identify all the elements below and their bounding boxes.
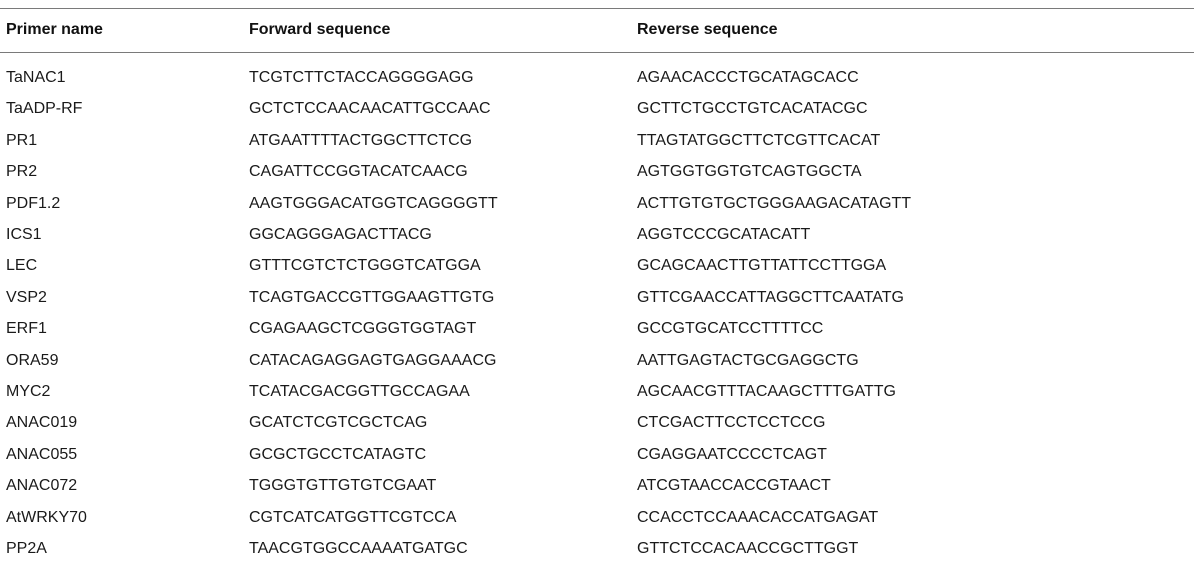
header-rule — [0, 52, 1194, 53]
header-primer-name: Primer name — [6, 21, 103, 38]
forward-sequence-cell: TAACGTGGCCAAAATGATGC — [249, 540, 468, 557]
primer-name-cell: ANAC072 — [6, 477, 78, 495]
primer-name-cell: TaNAC1 — [6, 69, 66, 86]
forward-sequence-cell: CGAGAAGCTCGGGTGGTAGT — [249, 320, 477, 338]
reverse-sequence-cell: GCAGCAACTTGTTATTCCTTGGA — [637, 257, 887, 275]
forward-sequence-cell: TCAGTGACCGTTGGAAGTTGTG — [249, 288, 495, 306]
table-row: MYC2 TCATACGACGGTTGCCAGAA AGCAACGTTTACAAGC… — [0, 377, 1194, 408]
reverse-sequence-cell: AGAACACCCTGCATAGCACC — [637, 69, 859, 86]
reverse-sequence-cell: GTTCTCCACAACCGCTTGGT — [637, 540, 859, 557]
reverse-sequence-cell: TTAGTATGGCTTCTCGTTCACAT — [637, 131, 881, 149]
table-row: ICS1 GGCAGGGAGACTTACG AGGTCCCGCATACATT — [0, 220, 1194, 251]
primer-name-cell: PR1 — [6, 131, 38, 149]
primer-name-cell: ICS1 — [6, 226, 42, 243]
reverse-sequence-cell: GTTCGAACCATTAGGCTTCAATATG — [637, 288, 904, 306]
forward-sequence-cell: GTTTCGTCTCTGGGTCATGGA — [249, 257, 481, 275]
primer-name-cell: TaADP-RF — [6, 100, 83, 118]
primer-name-cell: ORA59 — [6, 351, 59, 369]
table-row: PP2A TAACGTGGCCAAAATGATGC GTTCTCCACAACCGCT… — [0, 534, 1194, 565]
reverse-sequence-cell: AGCAACGTTTACAAGCTTTGATTG — [637, 383, 896, 400]
forward-sequence-cell: CGTCATCATGGTTCGTCCA — [249, 508, 457, 526]
primer-name-cell: LEC — [6, 257, 38, 275]
table-row: ANAC055 GCGCTGCCTCATAGTC CGAGGAATCCCCTCAGT — [0, 440, 1194, 471]
primer-name-cell: PDF1.2 — [6, 194, 61, 212]
primer-name-cell: ERF1 — [6, 320, 47, 338]
forward-sequence-cell: TCATACGACGGTTGCCAGAA — [249, 383, 470, 400]
primer-name-cell: MYC2 — [6, 383, 51, 400]
table-row: LEC GTTTCGTCTCTGGGTCATGGA GCAGCAACTTGTTATT… — [0, 251, 1194, 282]
reverse-sequence-cell: ACTTGTGTGCTGGGAAGACATAGTT — [637, 194, 912, 212]
forward-sequence-cell: CAGATTCCGGTACATCAACG — [249, 163, 468, 181]
forward-sequence-cell: GGCAGGGAGACTTACG — [249, 226, 432, 243]
forward-sequence-cell: GCATCTCGTCGCTCAG — [249, 414, 428, 432]
table-row: VSP2 TCAGTGACCGTTGGAAGTTGTG GTTCGAACCATTAG… — [0, 283, 1194, 314]
primer-name-cell: PR2 — [6, 163, 38, 181]
table-row: TaNAC1 TCGTCTTCTACCAGGGGAGG AGAACACCCTGCAT… — [0, 63, 1194, 94]
table-row: PR2 CAGATTCCGGTACATCAACG AGTGGTGGTGTCAGTGG… — [0, 157, 1194, 188]
table-row: ERF1 CGAGAAGCTCGGGTGGTAGT GCCGTGCATCCTTTTC… — [0, 314, 1194, 345]
table-top-rule — [0, 8, 1194, 9]
forward-sequence-cell: GCTCTCCAACAACATTGCCAAC — [249, 100, 491, 118]
forward-sequence-cell: AAGTGGGACATGGTCAGGGGTT — [249, 194, 498, 212]
forward-sequence-cell: CATACAGAGGAGTGAGGAAACG — [249, 351, 497, 369]
reverse-sequence-cell: CCACCTCCAAACACCATGAGAT — [637, 508, 879, 526]
primer-name-cell: PP2A — [6, 540, 47, 557]
table-row: TaADP-RF GCTCTCCAACAACATTGCCAAC GCTTCTGCCT… — [0, 94, 1194, 125]
reverse-sequence-cell: AGTGGTGGTGTCAGTGGCTA — [637, 163, 862, 181]
reverse-sequence-cell: GCCGTGCATCCTTTTCC — [637, 320, 824, 338]
table-row: ANAC019 GCATCTCGTCGCTCAG CTCGACTTCCTCCTCCG — [0, 408, 1194, 439]
reverse-sequence-cell: CGAGGAATCCCCTCAGT — [637, 445, 827, 463]
forward-sequence-cell: ATGAATTTTACTGGCTTCTCG — [249, 131, 473, 149]
header-reverse-sequence: Reverse sequence — [637, 21, 778, 38]
reverse-sequence-cell: CTCGACTTCCTCCTCCG — [637, 414, 826, 432]
reverse-sequence-cell: AGGTCCCGCATACATT — [637, 226, 811, 243]
table-row: AtWRKY70 CGTCATCATGGTTCGTCCA CCACCTCCAAACA… — [0, 503, 1194, 534]
table-row: ANAC072 TGGGTGTTGTGTCGAAT ATCGTAACCACCGTAA… — [0, 471, 1194, 502]
reverse-sequence-cell: AATTGAGTACTGCGAGGCTG — [637, 351, 859, 369]
forward-sequence-cell: GCGCTGCCTCATAGTC — [249, 445, 427, 463]
primer-name-cell: AtWRKY70 — [6, 508, 87, 526]
forward-sequence-cell: TGGGTGTTGTGTCGAAT — [249, 477, 437, 495]
table-row: ORA59 CATACAGAGGAGTGAGGAAACG AATTGAGTACTGC… — [0, 346, 1194, 377]
primer-name-cell: ANAC019 — [6, 414, 78, 432]
primer-name-cell: ANAC055 — [6, 445, 78, 463]
reverse-sequence-cell: ATCGTAACCACCGTAACT — [637, 477, 831, 495]
forward-sequence-cell: TCGTCTTCTACCAGGGGAGG — [249, 69, 474, 86]
primer-name-cell: VSP2 — [6, 288, 47, 306]
table-row: PDF1.2 AAGTGGGACATGGTCAGGGGTT ACTTGTGTGCTG… — [0, 189, 1194, 220]
header-forward-sequence: Forward sequence — [249, 21, 391, 38]
table-row: PR1 ATGAATTTTACTGGCTTCTCG TTAGTATGGCTTCTCG… — [0, 126, 1194, 157]
reverse-sequence-cell: GCTTCTGCCTGTCACATACGC — [637, 100, 868, 118]
